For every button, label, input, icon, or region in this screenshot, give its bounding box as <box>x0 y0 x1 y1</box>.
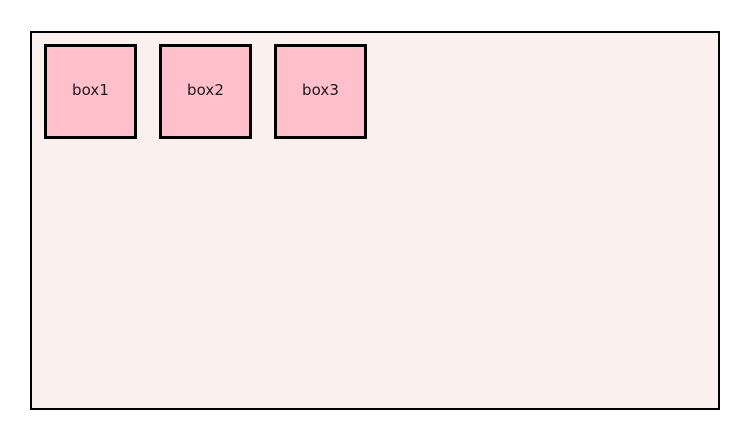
box-container: box1 box2 box3 <box>30 31 720 410</box>
box-item-label: box1 <box>71 81 110 99</box>
box-item[interactable]: box2 <box>159 44 252 139</box>
box-item[interactable]: box1 <box>44 44 137 139</box>
box-row: box1 box2 box3 <box>44 44 367 139</box>
box-item[interactable]: box3 <box>274 44 367 139</box>
box-item-label: box2 <box>186 81 225 99</box>
box-item-label: box3 <box>301 81 340 99</box>
